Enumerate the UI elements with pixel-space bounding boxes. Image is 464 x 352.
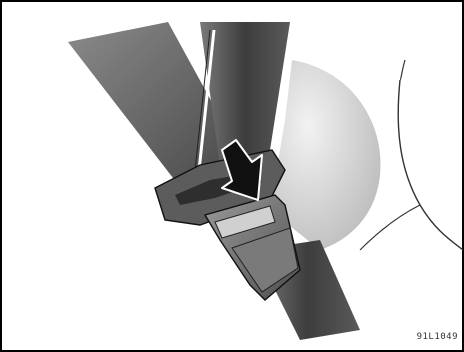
figure-code-label: 91L1049 [417,332,458,342]
